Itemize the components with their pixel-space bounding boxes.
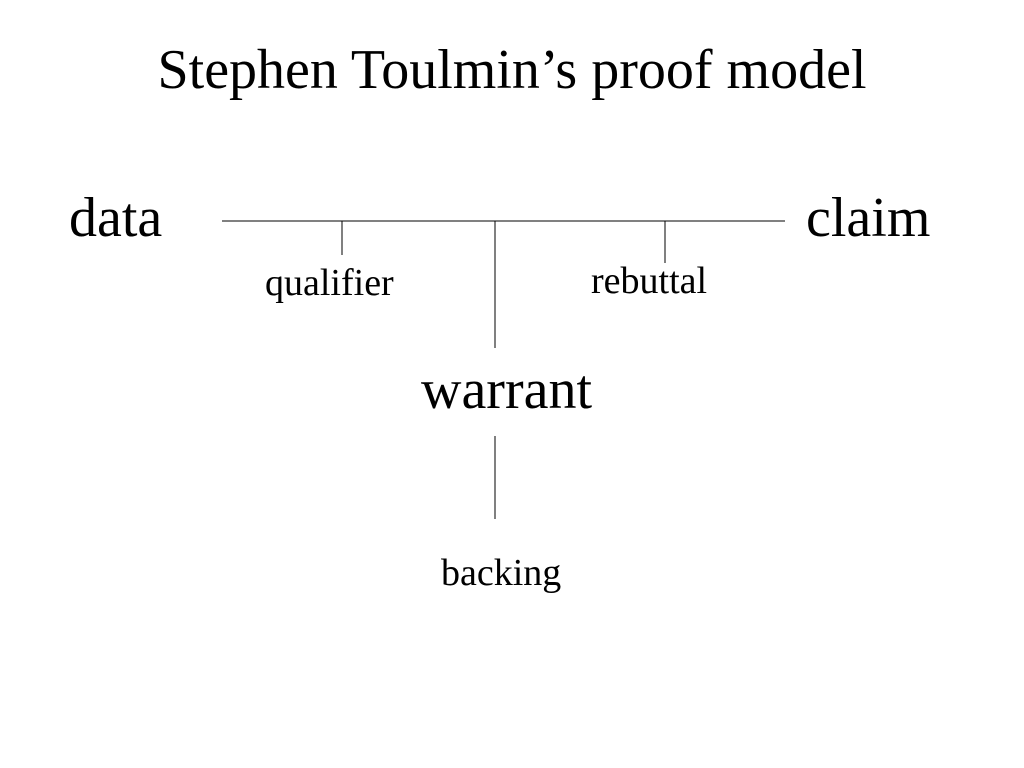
node-claim: claim (806, 187, 931, 249)
node-data: data (69, 187, 163, 249)
node-backing: backing (441, 552, 562, 594)
node-warrant: warrant (421, 359, 593, 421)
node-rebuttal: rebuttal (591, 260, 708, 302)
node-qualifier: qualifier (265, 262, 394, 304)
slide-title: Stephen Toulmin’s proof model (157, 39, 867, 101)
